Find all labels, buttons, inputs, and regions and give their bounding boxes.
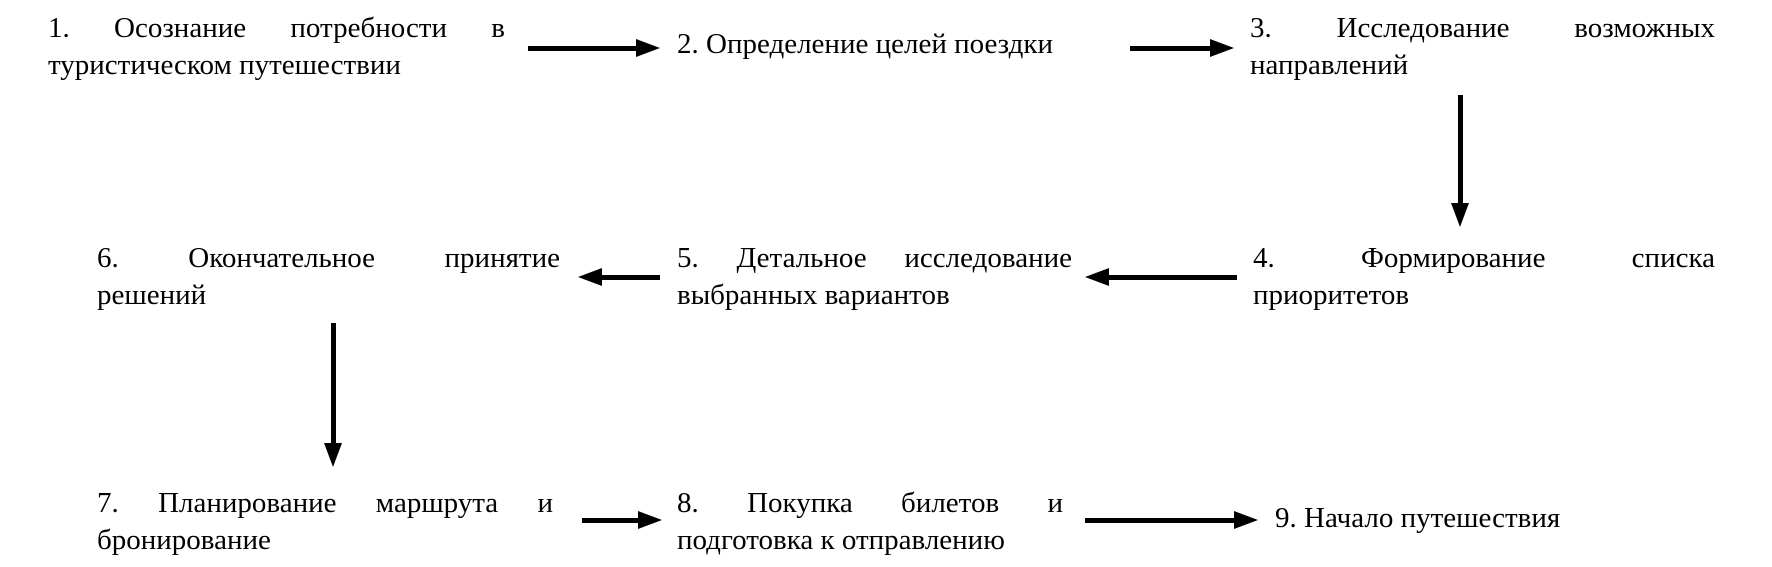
step-8-line-2: подготовка к отправлению [677, 524, 1005, 556]
step-6-line-2: решений [97, 279, 207, 311]
step-2-line-1: 2. Определение целей поездки [677, 28, 1053, 60]
arrow-step2-to-step3 [1130, 39, 1234, 57]
step-6-line-1: 6. Окончательное принятие [97, 242, 560, 274]
step-1: 1. Осознание потребности в туристическом… [48, 10, 505, 84]
arrow-step8-to-step9 [1085, 511, 1258, 529]
step-4: 4. Формирование списка приоритетов [1253, 240, 1715, 314]
arrow-step4-to-step5 [1085, 268, 1237, 286]
step-9-line-1: 9. Начало путешествия [1275, 502, 1561, 534]
step-2: 2. Определение целей поездки [677, 26, 1117, 63]
step-5-line-1: 5. Детальное исследование [677, 242, 1072, 274]
step-3-line-2: направлений [1250, 49, 1409, 81]
step-4-line-2: приоритетов [1253, 279, 1410, 311]
step-1-line-1: 1. Осознание потребности в [48, 12, 505, 44]
arrow-step6-to-step7 [324, 323, 342, 467]
step-5: 5. Детальное исследование выбранных вари… [677, 240, 1072, 314]
step-4-line-1: 4. Формирование списка [1253, 242, 1715, 274]
step-3-line-1: 3. Исследование возможных [1250, 12, 1715, 44]
step-7: 7. Планирование маршрута и бронирование [97, 485, 553, 559]
step-3: 3. Исследование возможных направлений [1250, 10, 1715, 84]
step-8: 8. Покупка билетов и подготовка к отправ… [677, 485, 1063, 559]
step-7-line-2: бронирование [97, 524, 271, 556]
step-8-line-1: 8. Покупка билетов и [677, 487, 1063, 519]
step-1-line-2: туристическом путешествии [48, 49, 401, 81]
step-7-line-1: 7. Планирование маршрута и [97, 487, 553, 519]
step-9: 9. Начало путешествия [1275, 500, 1735, 537]
arrow-step3-to-step4 [1451, 95, 1469, 227]
arrow-step5-to-step6 [578, 268, 660, 286]
arrow-step1-to-step2 [528, 39, 660, 57]
step-5-line-2: выбранных вариантов [677, 279, 950, 311]
arrow-step7-to-step8 [582, 511, 662, 529]
step-6: 6. Окончательное принятие решений [97, 240, 560, 314]
